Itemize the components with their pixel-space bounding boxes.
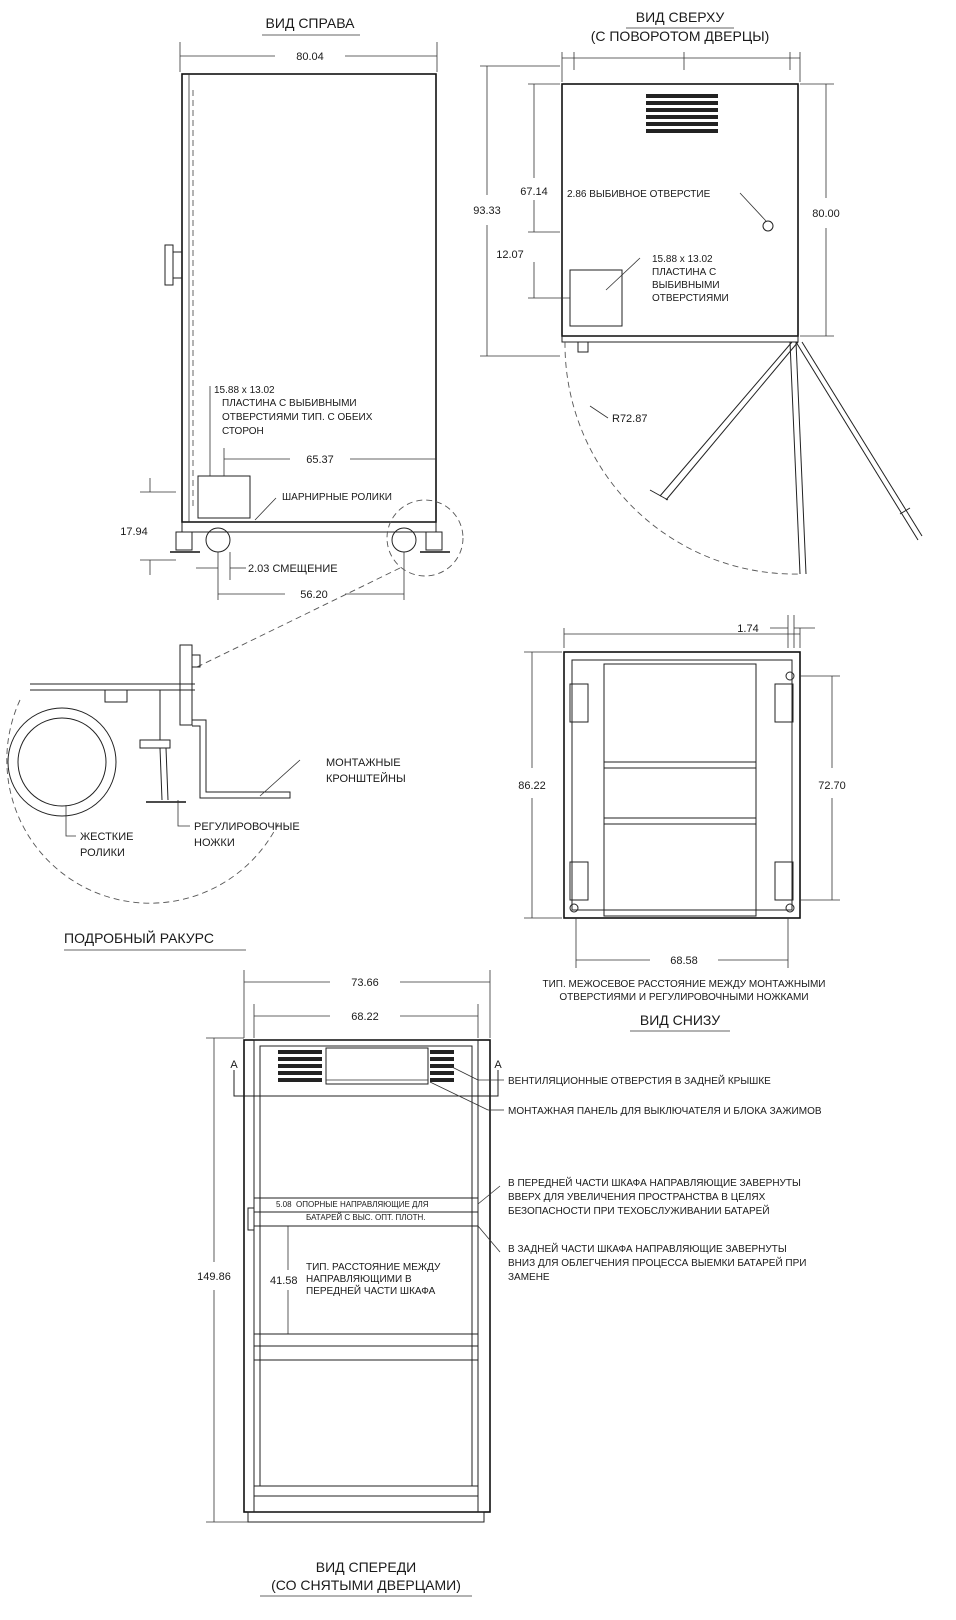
front-spacing-note-2: НАПРАВЛЯЮЩИМИ В xyxy=(306,1274,412,1285)
detail-mounting-bracket xyxy=(192,719,291,799)
front-spacing-note-3: ПЕРЕДНЕЙ ЧАСТИ ШКАФА xyxy=(306,1284,436,1297)
right-offset-dim: 2.03 СМЕЩЕНИЕ xyxy=(248,563,338,575)
top-knockout-label: 2.86 ВЫБИВНОЕ ОТВЕРСТИЕ xyxy=(567,189,711,200)
bottom-view: 1.74 86.22 72.70 68.58 ТИП. МЕЖОСЕВОЕ Р xyxy=(518,615,846,1032)
right-plate-note-3: ОТВЕРСТИЯМИ ТИП. С ОБЕИХ xyxy=(222,412,373,423)
front-callout-panel: МОНТАЖНАЯ ПАНЕЛЬ ДЛЯ ВЫКЛЮЧАТЕЛЯ И БЛОКА… xyxy=(508,1106,822,1117)
bottom-caster-fl xyxy=(569,683,589,723)
front-rail-note-2: БАТАРЕЙ С ВЫС. ОПТ. ПЛОТН. xyxy=(306,1213,426,1222)
front-view-title-1: ВИД СПЕРЕДИ xyxy=(316,1559,417,1575)
bottom-dim-68: 68.58 xyxy=(670,955,698,967)
front-dim-41: 41.58 xyxy=(270,1275,298,1287)
front-rail-dim: 5.08 xyxy=(276,1200,292,1209)
right-knockout-plate xyxy=(197,475,251,519)
detail-view-title: ПОДРОБНЫЙ РАКУРС xyxy=(64,929,214,946)
front-callout-front-1: В ПЕРЕДНЕЙ ЧАСТИ ШКАФА НАПРАВЛЯЮЩИЕ ЗАВЕ… xyxy=(508,1176,801,1189)
top-plate-note-3: ВЫБИВНЫМИ xyxy=(652,280,720,291)
right-plate-note-2: ПЛАСТИНА С ВЫБИВНЫМИ xyxy=(222,398,357,409)
top-knockout-hole xyxy=(762,220,774,232)
detail-boundary-arc xyxy=(6,699,281,904)
front-view: 73.66 68.22 A A xyxy=(197,970,822,1597)
bottom-dim-86: 86.22 xyxy=(518,780,546,792)
top-vent-grid xyxy=(646,94,718,133)
top-dim-80: 80.00 xyxy=(812,208,840,220)
detail-brackets-2: КРОНШТЕЙНЫ xyxy=(326,772,406,785)
front-rail-bottom xyxy=(253,1485,479,1497)
right-view-title: ВИД СПРАВА xyxy=(266,15,356,31)
detail-callout-circle xyxy=(386,499,464,577)
top-view: ВИД СВЕРХУ (С ПОВОРОТОМ ДВЕРЦЫ) 2.86 ВЫБ… xyxy=(473,9,923,575)
front-mounting-panel xyxy=(325,1047,429,1085)
detail-feet-2: НОЖКИ xyxy=(194,837,235,849)
bottom-caster-rl xyxy=(569,861,589,901)
bottom-note-2: ОТВЕРСТИЯМИ И РЕГУЛИРОВОЧНЫМИ НОЖКАМИ xyxy=(559,992,808,1003)
top-radius-label: R72.87 xyxy=(612,413,647,425)
front-callout-vents: ВЕНТИЛЯЦИОННЫЕ ОТВЕРСТИЯ В ЗАДНЕЙ КРЫШКЕ xyxy=(508,1074,771,1087)
top-plate-note-2: ПЛАСТИНА С xyxy=(652,267,716,278)
bottom-view-title: ВИД СНИЗУ xyxy=(640,1012,720,1028)
bottom-note-1: ТИП. МЕЖОСЕВОЕ РАССТОЯНИЕ МЕЖДУ МОНТАЖНЫ… xyxy=(543,979,826,990)
detail-rigid-caster xyxy=(7,707,117,817)
front-rail-middle xyxy=(253,1333,479,1347)
front-dim-149: 149.86 xyxy=(197,1271,231,1283)
front-callout-front-3: БЕЗОПАСНОСТИ ПРИ ТЕХОБСЛУЖИВАНИИ БАТАРЕЙ xyxy=(508,1204,770,1217)
right-plate-note-1: 15.88 x 13.02 xyxy=(214,385,275,396)
detail-brackets-1: МОНТАЖНЫЕ xyxy=(326,757,401,769)
detail-casters-2: РОЛИКИ xyxy=(80,847,125,859)
right-dim-65: 65.37 xyxy=(306,454,334,466)
right-dim-17: 17.94 xyxy=(120,526,148,538)
detail-casters-1: ЖЕСТКИЕ xyxy=(80,831,133,843)
bottom-caster-fr xyxy=(774,683,794,723)
top-dim-67: 67.14 xyxy=(520,186,548,198)
front-base xyxy=(247,1511,485,1523)
door-handle xyxy=(164,244,174,286)
top-dim-93: 93.33 xyxy=(473,205,501,217)
top-knockout-plate xyxy=(569,269,623,327)
front-callout-rear-3: ЗАМЕНЕ xyxy=(508,1272,550,1283)
front-callout-rear-1: В ЗАДНЕЙ ЧАСТИ ШКАФА НАПРАВЛЯЮЩИЕ ЗАВЕРН… xyxy=(508,1242,787,1255)
right-view: ВИД СПРАВА 80.04 15.88 x 13.02 ПЛАСТИНА … xyxy=(120,15,464,669)
top-view-title-1: ВИД СВЕРХУ xyxy=(636,9,725,25)
front-vents-left xyxy=(278,1050,322,1082)
front-rail-note-1: ОПОРНЫЕ НАПРАВЛЯЮЩИЕ ДЛЯ xyxy=(296,1200,429,1209)
door-swing-arc xyxy=(564,341,801,575)
section-a-right: A xyxy=(494,1059,502,1071)
bottom-center-panel xyxy=(603,663,757,917)
top-plate-note-4: ОТВЕРСТИЯМИ xyxy=(652,293,729,304)
front-callout-front-2: ВВЕРХ ДЛЯ УВЕЛИЧЕНИЯ ПРОСТРАНСТВА В ЦЕЛЯ… xyxy=(508,1192,766,1203)
right-width-dim: 80.04 xyxy=(296,51,324,63)
right-plate-note-4: СТОРОН xyxy=(222,426,264,437)
front-spacing-note-1: ТИП. РАССТОЯНИЕ МЕЖДУ xyxy=(306,1262,441,1273)
detail-view: МОНТАЖНЫЕ КРОНШТЕЙНЫ ЖЕСТКИЕ РОЛИКИ РЕГУ… xyxy=(6,644,406,951)
front-dim-68: 68.22 xyxy=(351,1011,379,1023)
front-vents-right xyxy=(430,1050,454,1082)
top-view-title-2: (С ПОВОРОТОМ ДВЕРЦЫ) xyxy=(591,28,770,44)
front-dim-73: 73.66 xyxy=(351,977,379,989)
section-a-left: A xyxy=(230,1059,238,1071)
top-plate-note-1: 15.88 x 13.02 xyxy=(652,254,713,265)
bottom-cabinet-body xyxy=(563,651,801,919)
door-open-position xyxy=(789,341,801,575)
front-view-title-2: (СО СНЯТЫМИ ДВЕРЦАМИ) xyxy=(271,1577,461,1593)
bottom-dim-72: 72.70 xyxy=(818,780,846,792)
front-callout-rear-2: ВНИЗ ДЛЯ ОБЛЕГЧЕНИЯ ПРОЦЕССА ВЫЕМКИ БАТА… xyxy=(508,1256,806,1269)
right-dim-56: 56.20 xyxy=(300,589,328,601)
top-dim-12: 12.07 xyxy=(496,249,524,261)
detail-feet-1: РЕГУЛИРОВОЧНЫЕ xyxy=(194,821,300,833)
right-swivel-label: ШАРНИРНЫЕ РОЛИКИ xyxy=(282,492,392,503)
bottom-dim-174: 1.74 xyxy=(737,623,758,635)
bottom-caster-rr xyxy=(774,861,794,901)
detail-adjust-foot xyxy=(159,747,163,801)
